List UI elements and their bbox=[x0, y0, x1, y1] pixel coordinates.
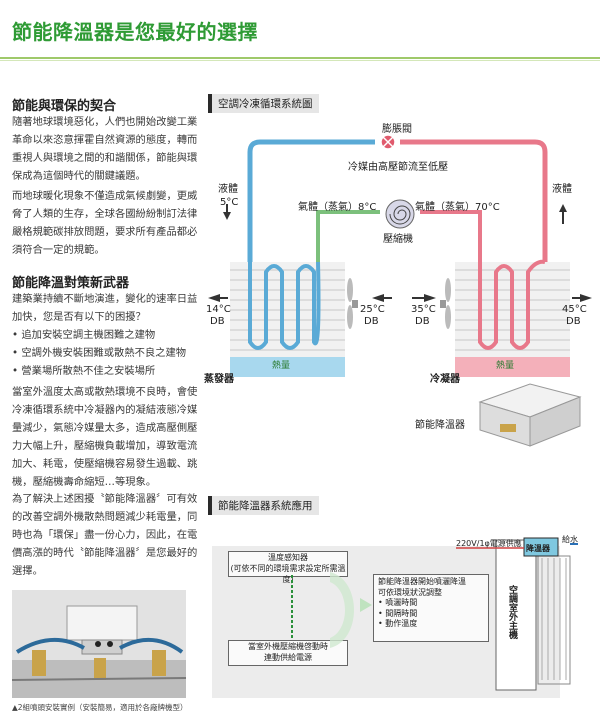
process-box: 節能降溫器開始噴灑降溫 可依環境狀況調整 • 噴灑時間 • 間隔時間 • 動作溫… bbox=[373, 574, 489, 642]
label-heat-left: 熱量 bbox=[272, 359, 290, 371]
fan-icon bbox=[440, 278, 451, 329]
label-evaporator: 蒸發器 bbox=[204, 372, 235, 385]
paragraph-eco-1: 隨著地球環境惡化，人們也開始改變工業革命以來恣意揮霍自然資源的態度，轉而重視人與… bbox=[12, 116, 198, 182]
label-db: DB bbox=[566, 316, 581, 327]
paragraph-strategy-2: 當室外溫度太高或散熱環境不良時，會使冷凍循環系統中冷凝器內的凝結液態冷媒量減少，… bbox=[12, 386, 198, 488]
list-item: 空調外機安裝困難或散熱不良之建物 bbox=[12, 344, 186, 362]
label-gas-left: 氣體（蒸氣）8°C bbox=[298, 200, 376, 213]
label-expansion-valve: 膨脹閥 bbox=[382, 122, 412, 135]
label-compressor: 壓縮機 bbox=[383, 232, 413, 245]
page-title: 節能降溫器是您最好的選擇 bbox=[12, 20, 258, 44]
label-device-short: 降溫器 bbox=[526, 543, 551, 553]
refrigeration-cycle-diagram: 膨脹閥 冷媒由高壓節流至低壓 液體 5°C 液體 氣體（蒸氣）8°C 氣體（蒸氣… bbox=[204, 122, 592, 447]
paragraph-strategy-1: 建築業持續不斷地演進，變化的速率日益加快，您是否有以下的困擾？ bbox=[12, 293, 198, 323]
evaporator-coil bbox=[230, 261, 345, 377]
installation-photo bbox=[12, 590, 186, 698]
label-right-liquid: 液體 bbox=[552, 182, 572, 195]
svg-text:空調室外主機: 空調室外主機 bbox=[507, 584, 519, 640]
title-divider-light bbox=[0, 60, 600, 61]
expansion-valve-icon bbox=[380, 134, 396, 150]
trouble-list: 追加安裝空調主機困難之建物空調外機安裝困難或散熱不良之建物營業場所散熱不佳之安裝… bbox=[12, 326, 186, 380]
label-condenser: 冷凝器 bbox=[430, 372, 461, 385]
label-power-supply: 220V/1φ電源供應 bbox=[456, 538, 522, 548]
label-db: DB bbox=[415, 316, 430, 327]
diagram-tab-cycle: 空調冷凍循環系統圖 bbox=[208, 94, 319, 113]
arrow-icon bbox=[208, 204, 592, 302]
label-heat-right: 熱量 bbox=[496, 359, 514, 371]
label-db: DB bbox=[364, 316, 379, 327]
label-outdoor-unit: 空調室外主機 bbox=[507, 584, 519, 640]
fan-icon bbox=[347, 278, 358, 329]
diagram-tab-application: 節能降溫器系統應用 bbox=[208, 496, 319, 515]
application-diagram: 220V/1φ電源供應 降溫器 給水 空調室外主機 bbox=[291, 534, 578, 691]
label-left-liquid: 液體 bbox=[218, 182, 238, 195]
label-temp-25: 25°C bbox=[360, 304, 385, 315]
label-left-liquid-temp: 5°C bbox=[220, 197, 238, 208]
label-gas-right: 氣體（蒸氣）70°C bbox=[415, 200, 500, 213]
power-box: 當室外機壓縮機啓動時 連動供給電源 bbox=[228, 640, 348, 666]
compressor-icon bbox=[385, 199, 415, 229]
label-temp-35: 35°C bbox=[411, 304, 436, 315]
label-temp-14: 14°C bbox=[206, 304, 231, 315]
title-divider bbox=[0, 57, 600, 59]
label-temp-45: 45°C bbox=[562, 304, 587, 315]
list-item: 追加安裝空調主機困難之建物 bbox=[12, 326, 186, 344]
section-heading-strategy: 節能降溫對策新武器 bbox=[12, 276, 130, 291]
label-device: 節能降溫器 bbox=[415, 418, 465, 431]
label-pressure-note: 冷媒由高壓節流至低壓 bbox=[348, 160, 448, 173]
condenser-coil bbox=[455, 259, 570, 377]
sensor-box: 溫度感知器 (可依不同的環境需求設定所需溫度) bbox=[228, 551, 348, 584]
label-db: DB bbox=[210, 316, 225, 327]
section-heading-eco: 節能與環保的契合 bbox=[12, 99, 117, 114]
list-item: 營業場所散熱不佳之安裝場所 bbox=[12, 362, 186, 380]
photo-caption: ▲2組噴頭安裝實例（安裝簡易，適用於各廠牌機型） bbox=[12, 703, 188, 712]
label-water: 給水 bbox=[562, 534, 578, 544]
paragraph-strategy-3: 為了解決上述困擾〝節能降溫器〞可有效的改善空調外機散熱問題減少耗電量，同時也為「… bbox=[12, 493, 198, 577]
paragraph-eco-2: 而地球暖化現象不僅造成氣候劇變，更威脅了人類的生存，全球各國紛紛制訂法律嚴格規範… bbox=[12, 190, 198, 256]
cooling-device-icon bbox=[478, 383, 582, 447]
